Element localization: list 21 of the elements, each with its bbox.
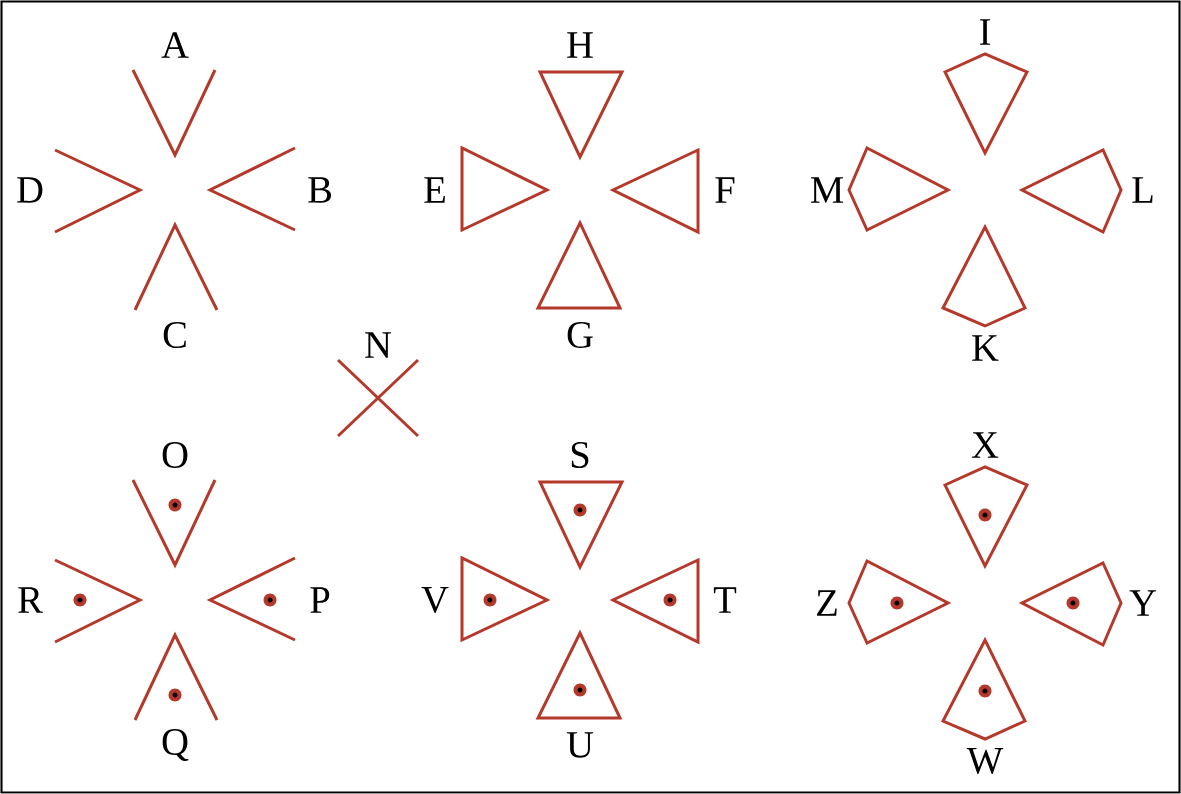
cross-mark: N xyxy=(336,332,420,438)
node-label: W xyxy=(966,748,1004,774)
node-label: G xyxy=(567,322,593,348)
node-label: F xyxy=(715,177,735,203)
node-label: U xyxy=(566,732,594,758)
node-label: Y xyxy=(1129,590,1157,616)
node-label: T xyxy=(713,587,737,613)
node-label: P xyxy=(310,587,330,613)
node-label: Q xyxy=(162,729,189,761)
node-label: M xyxy=(810,177,844,203)
node-label: L xyxy=(1132,177,1153,203)
node-label: I xyxy=(979,19,991,45)
node-label: Z xyxy=(817,590,837,616)
node-label: E xyxy=(424,177,445,203)
node-label: S xyxy=(571,442,589,468)
node-label: K xyxy=(972,335,999,361)
node-label: O xyxy=(162,442,188,468)
node-label: X xyxy=(971,432,999,458)
node-label: V xyxy=(421,587,449,613)
node-label: R xyxy=(18,587,43,613)
node-label: H xyxy=(567,32,593,58)
